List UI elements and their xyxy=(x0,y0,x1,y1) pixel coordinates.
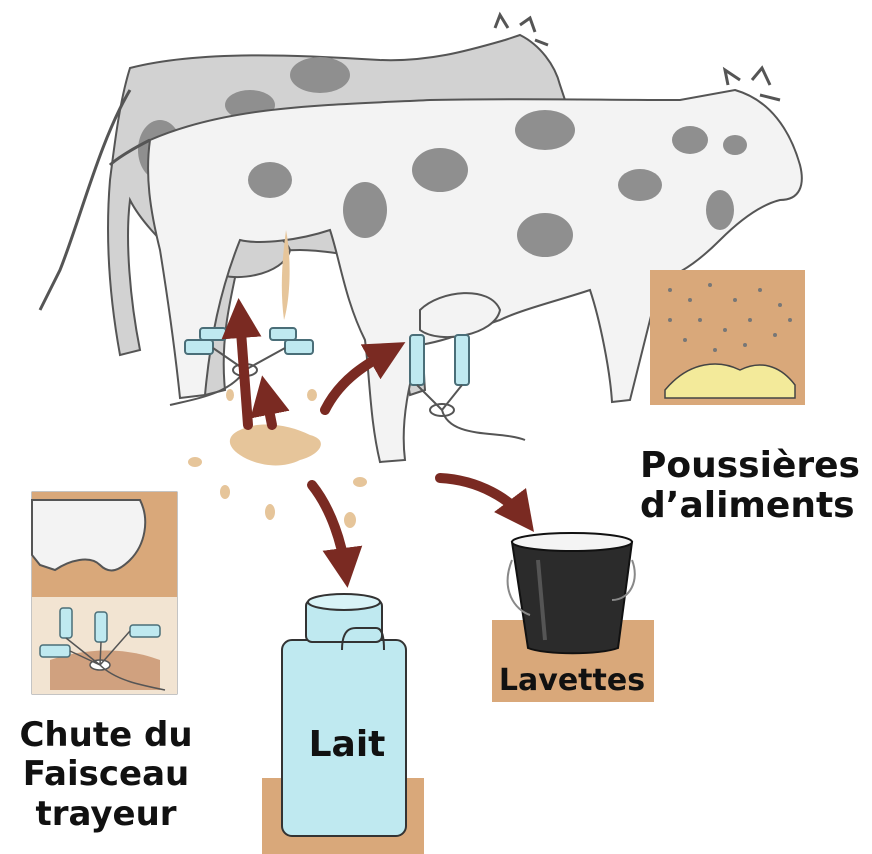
label-poussieres-aliments: Poussières d’aliments xyxy=(640,446,860,527)
label-lavettes: Lavettes xyxy=(492,664,652,698)
label-lait: Lait xyxy=(292,725,402,765)
label-chute-line3: trayeur xyxy=(6,795,206,834)
label-poussieres-line2: d’aliments xyxy=(640,486,860,526)
fallen-cluster-panel xyxy=(32,492,177,694)
dust-panel xyxy=(650,270,805,405)
label-poussieres-line1: Poussières xyxy=(640,446,860,486)
label-chute-faisceau: Chute du Faisceau trayeur xyxy=(6,716,206,834)
label-chute-line2: Faisceau xyxy=(6,755,206,794)
label-chute-line1: Chute du xyxy=(6,716,206,755)
